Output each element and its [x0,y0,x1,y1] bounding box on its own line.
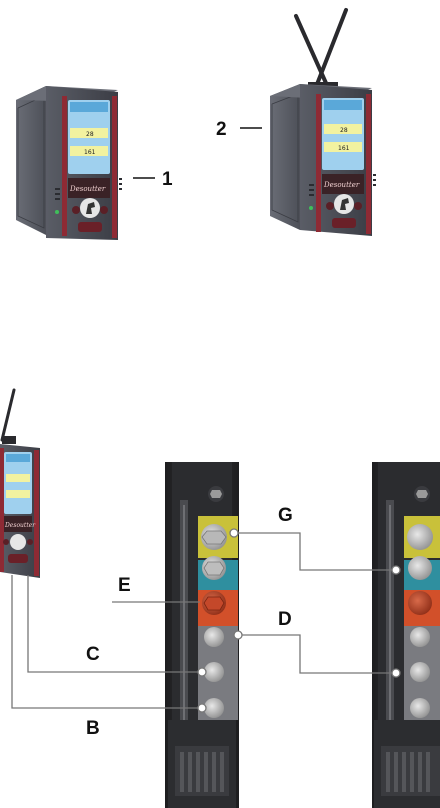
controller-device-2: 28 161 Desoutter [270,8,376,236]
valve-manifold-left [165,462,239,808]
callout-2: 2 [216,119,227,140]
controller-device-partial: Desoutter [0,388,40,578]
connector-c [27,575,200,673]
antenna [0,388,16,442]
callout-1: 1 [162,169,173,190]
brand-logo-2: Desoutter [323,181,360,189]
screen-reading-2: 161 [338,145,350,152]
callout-d: D [278,609,292,630]
connector-dot [197,667,207,677]
connector-dot [197,703,207,713]
controller-device-1: 28 161 Desoutter [16,86,122,240]
brand-logo-1: Desoutter [69,185,106,193]
connector-dot [391,565,401,575]
callout-c: C [86,644,100,665]
antenna [312,8,348,94]
device-button [72,206,80,214]
connector-dot [391,668,401,678]
screen-reading-2: 161 [84,149,96,156]
callout-e: E [118,575,131,596]
device-button [100,206,108,214]
screen-reading-1: 28 [86,131,94,138]
connector-dot [229,528,239,538]
antenna [294,14,332,94]
connector-g [234,532,396,571]
callout-b: B [86,718,100,739]
connector-b [11,575,200,709]
screen-reading-1: 28 [340,127,348,134]
connector-dot [233,630,243,640]
valve-manifold-right [372,462,440,808]
brand-logo-3: Desoutter [4,522,36,529]
callout-g: G [278,505,293,526]
connector-d [238,634,396,674]
